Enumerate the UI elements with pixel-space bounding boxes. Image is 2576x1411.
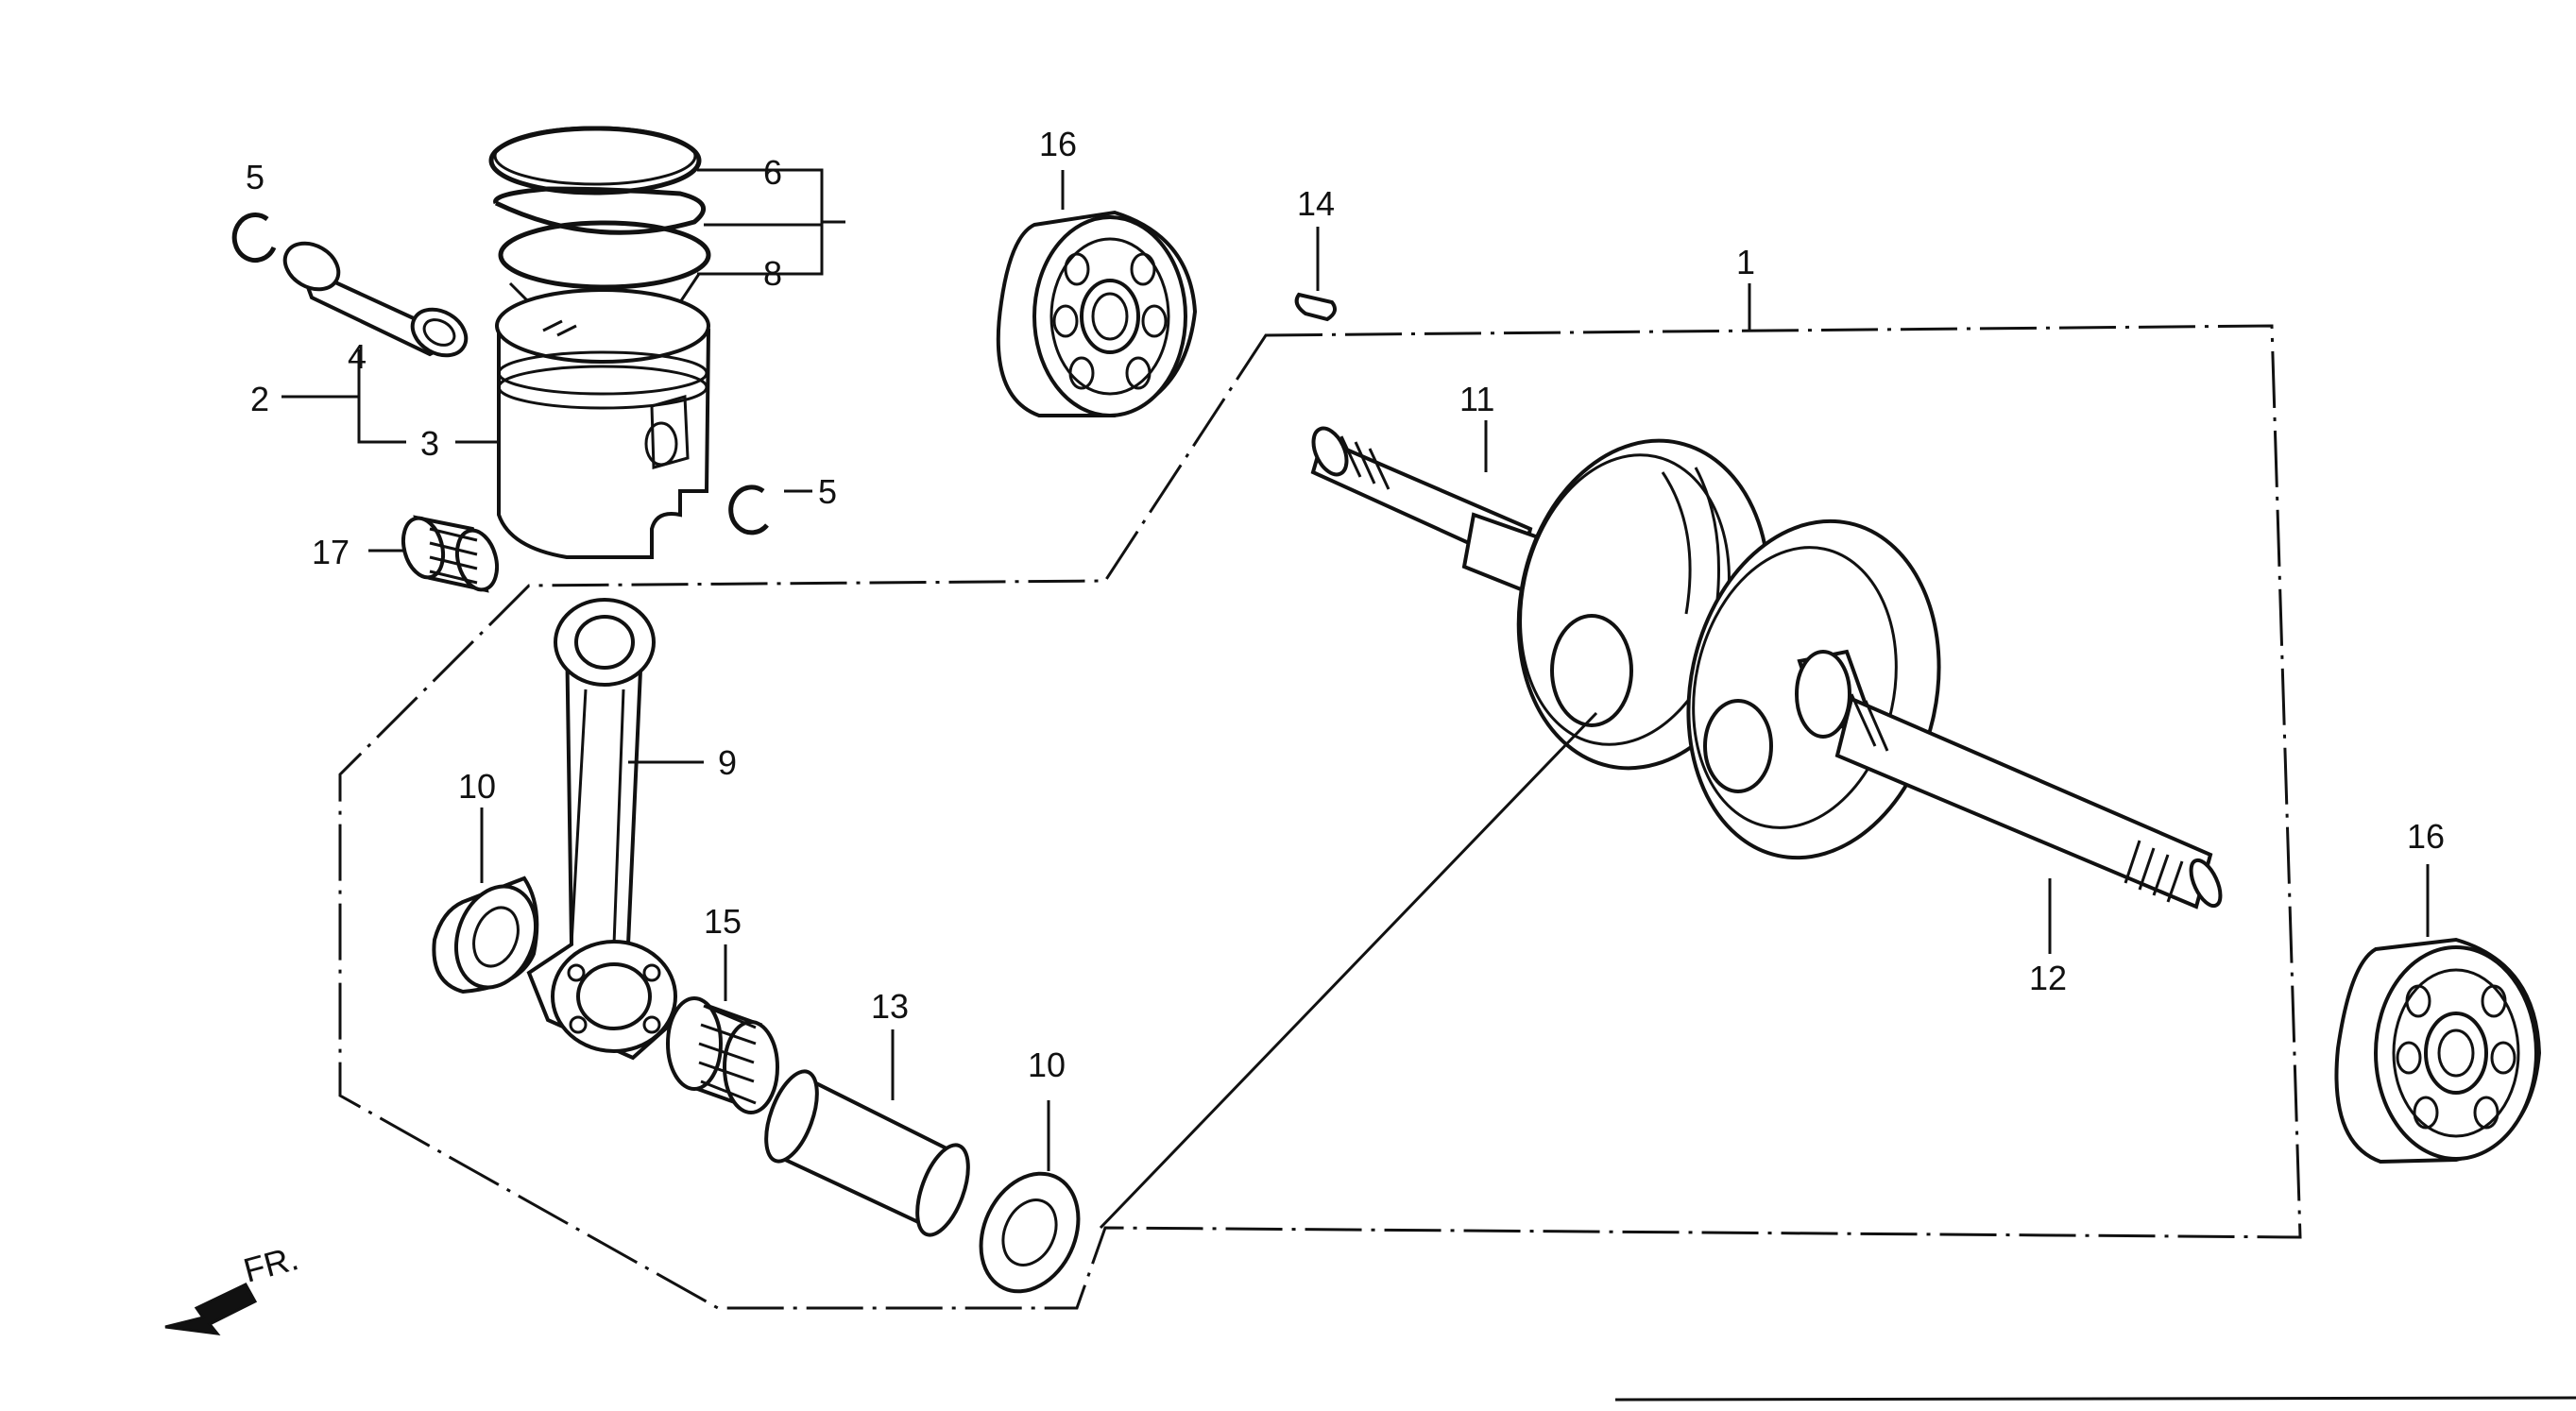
bearing-right xyxy=(2334,937,2542,1164)
crankshaft xyxy=(1310,426,2223,910)
label-crankshaft: 1 xyxy=(1736,243,1755,281)
label-piston-assy: 2 xyxy=(250,380,269,418)
clip-left xyxy=(231,212,277,263)
label-crank-pin: 13 xyxy=(871,987,909,1026)
thrust-washer-right xyxy=(979,1171,1081,1294)
label-ring-second: 8 xyxy=(763,254,782,293)
label-thrust-washer-right: 10 xyxy=(1028,1046,1066,1084)
label-needle-bearing-small: 17 xyxy=(312,533,350,571)
label-bearing-right: 16 xyxy=(2407,817,2445,856)
crank-pin xyxy=(764,1069,970,1237)
label-clip-left: 5 xyxy=(246,158,264,196)
bottom-rule xyxy=(1614,1396,2576,1402)
label-woodruff-key: 14 xyxy=(1297,184,1335,223)
label-piston-pin: 4 xyxy=(348,337,367,376)
front-direction-indicator: FR. xyxy=(164,1238,302,1335)
clip-right xyxy=(728,484,769,536)
leader-lines xyxy=(281,168,2430,1230)
label-ring-top: 6 xyxy=(763,153,782,192)
bearing-left xyxy=(996,210,1198,417)
label-piston: 3 xyxy=(420,424,439,463)
front-label: FR. xyxy=(239,1238,302,1290)
connecting-rod xyxy=(526,598,678,1061)
label-bearing-left: 16 xyxy=(1039,125,1077,163)
front-arrow-icon xyxy=(164,1283,258,1335)
crankshaft-group-boundary xyxy=(338,324,2302,1310)
needle-bearing-small xyxy=(401,515,500,593)
piston-rings xyxy=(488,126,711,304)
piston-pin xyxy=(282,241,469,358)
callout-labels: 1 2 3 4 5 5 6 8 9 10 10 11 12 13 14 15 1… xyxy=(246,125,2445,1084)
piston xyxy=(495,288,711,559)
thrust-washer-left xyxy=(432,876,539,994)
label-connecting-rod: 9 xyxy=(718,743,737,782)
label-crank-half-left: 11 xyxy=(1459,380,1494,418)
label-thrust-washer-left: 10 xyxy=(458,767,496,806)
label-clip-right: 5 xyxy=(818,472,837,511)
woodruff-key xyxy=(1294,292,1338,322)
needle-bearing-big xyxy=(666,996,779,1114)
label-needle-bearing-big: 15 xyxy=(704,902,742,941)
label-crank-half-right: 12 xyxy=(2029,959,2067,997)
